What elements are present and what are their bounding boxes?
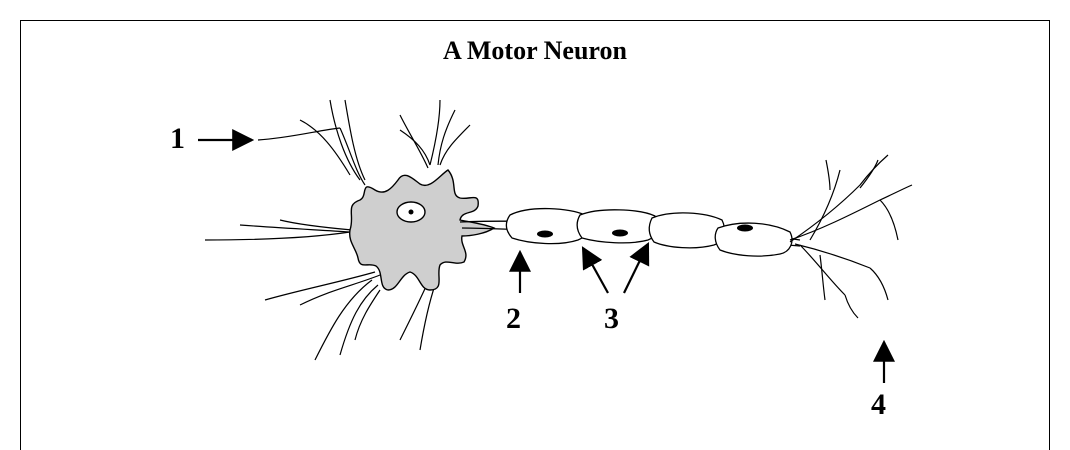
label-axon-terminal: 4 [871, 390, 886, 420]
cell-body [350, 170, 494, 290]
axon-terminal [790, 155, 912, 318]
label-myelin-sheath: 3 [604, 304, 619, 334]
nucleolus [409, 210, 414, 215]
label-dendrite: 1 [170, 124, 185, 154]
label-axon: 2 [506, 304, 521, 334]
pointer-arrows [198, 140, 884, 383]
